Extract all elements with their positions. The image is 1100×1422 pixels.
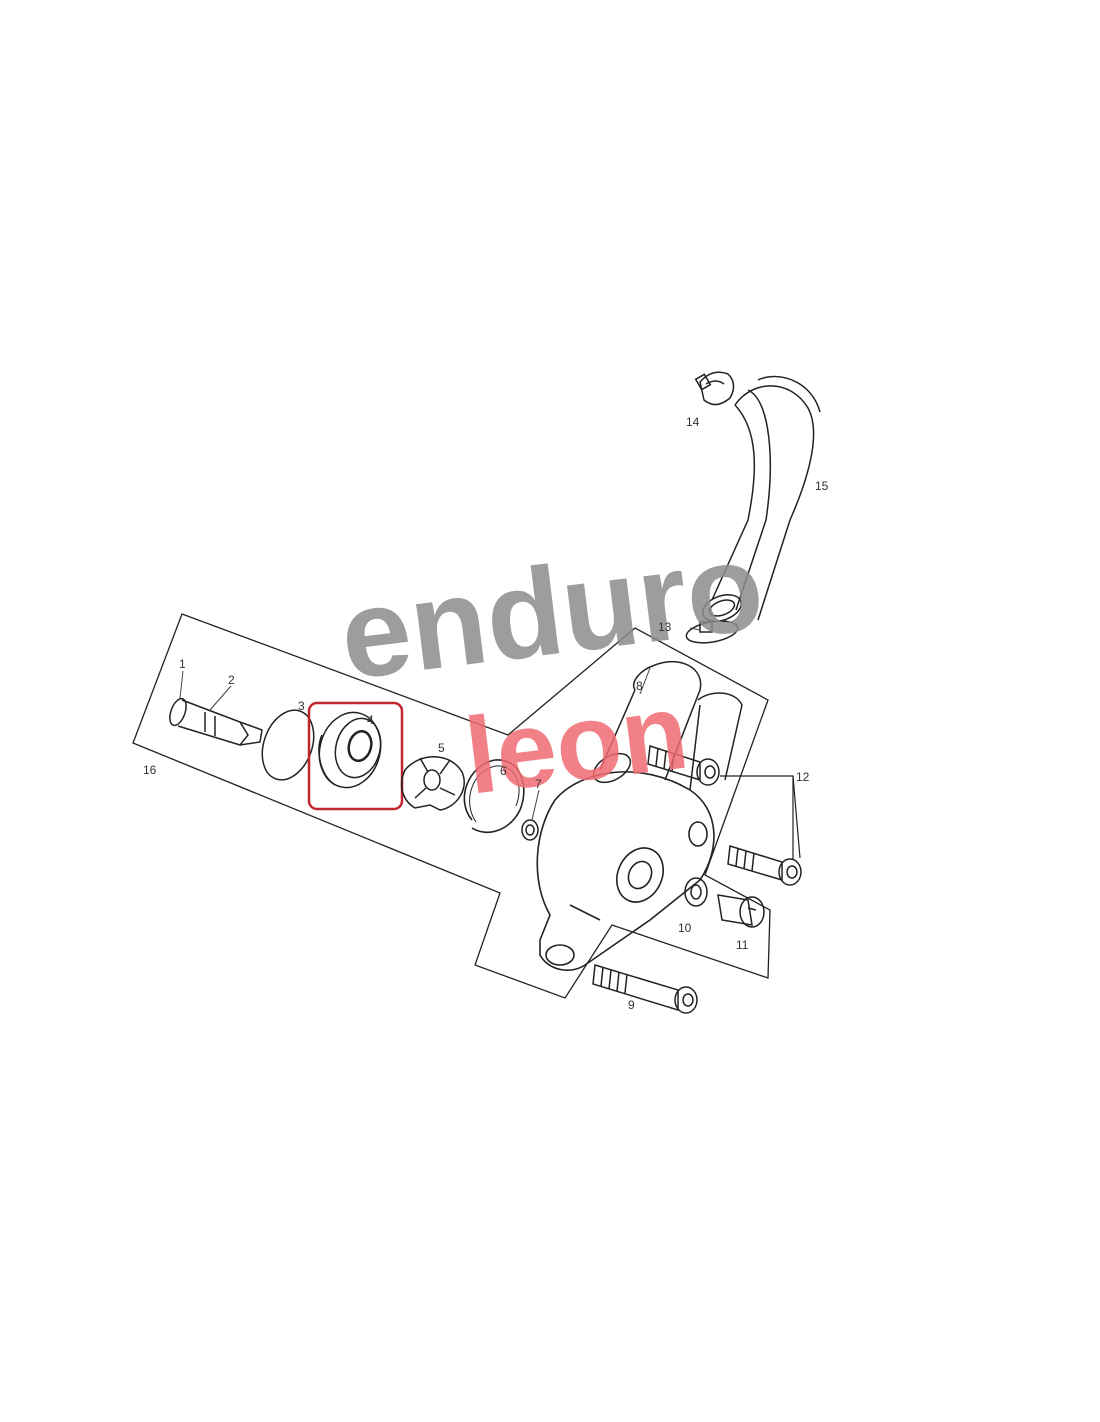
callout-5: 5 [438, 741, 445, 755]
pump-shaft [169, 697, 263, 746]
callout-3: 3 [298, 699, 305, 713]
leader-lines [179, 627, 701, 821]
highlight-box-part-4 [307, 701, 404, 811]
callout-11: 11 [736, 938, 749, 952]
callout-8: 8 [636, 679, 643, 693]
circlip-inner [469, 765, 520, 823]
hose-clamp-top [694, 371, 735, 406]
drain-bolt [717, 894, 765, 928]
callout-16: 16 [143, 763, 157, 777]
impeller [400, 756, 465, 811]
coolant-hose [702, 375, 821, 622]
callout-9: 9 [628, 998, 635, 1012]
mechanical-seal [318, 711, 382, 789]
assembly-outline [132, 613, 771, 999]
screw-upper [647, 745, 720, 786]
callout-15: 15 [815, 479, 829, 493]
callout-12: 12 [796, 770, 810, 784]
callout-1: 1 [179, 657, 186, 671]
o-ring [261, 709, 315, 781]
circlip [463, 759, 525, 834]
hose-clamp-lower [685, 620, 739, 644]
screw-middle [727, 845, 802, 886]
outlet-pipe [592, 660, 743, 791]
callout-13: 13 [658, 620, 672, 634]
callout-leader-12 [720, 775, 801, 860]
callout-10: 10 [678, 921, 692, 935]
washer-large [684, 877, 708, 907]
watermark-enduro: enduro [333, 516, 770, 706]
callout-6: 6 [500, 764, 507, 778]
washer-small [521, 819, 539, 841]
pump-housing [536, 771, 715, 971]
callout-7: 7 [535, 777, 542, 791]
callout-2: 2 [228, 673, 235, 687]
screw-long [592, 964, 698, 1014]
callout-labels: 1 2 3 4 5 6 7 8 9 10 11 12 13 14 15 16 [143, 415, 829, 1012]
watermark-leon: leon [459, 670, 694, 817]
callout-4: 4 [367, 713, 374, 727]
callout-14: 14 [686, 415, 700, 429]
